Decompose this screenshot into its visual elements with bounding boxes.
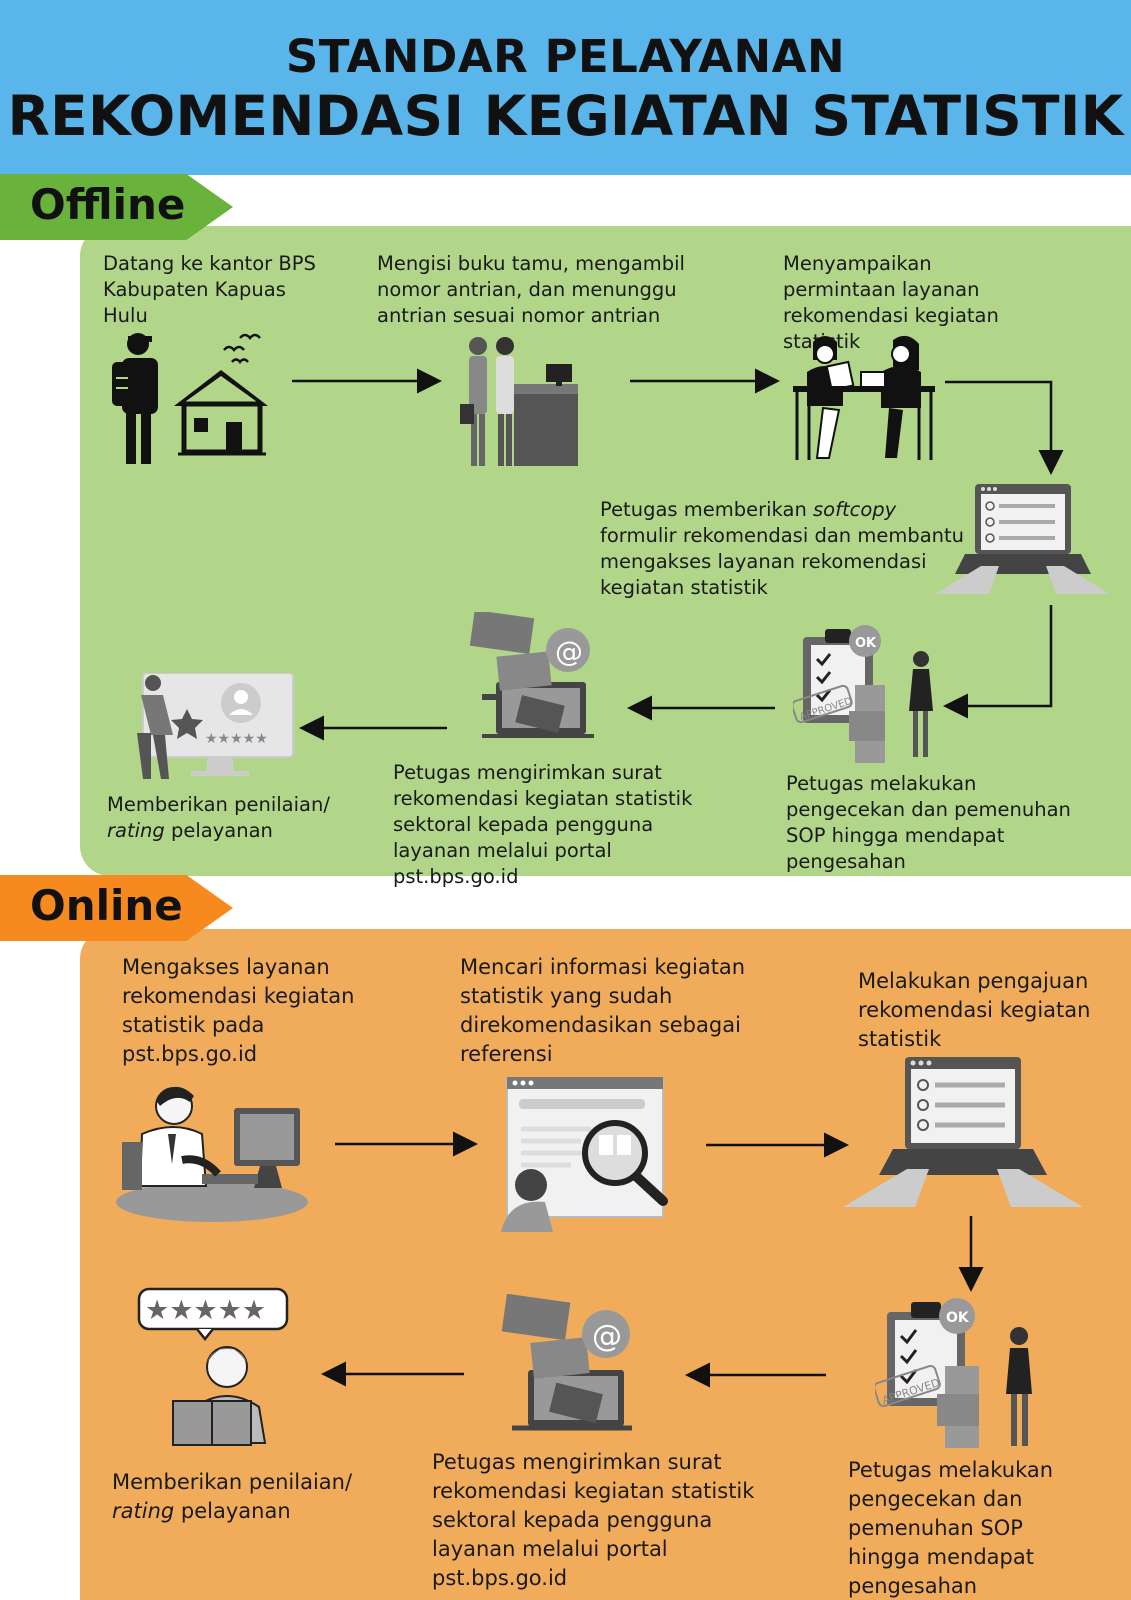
offline-label: Offline [30, 180, 186, 229]
laptop-checklist-icon [935, 484, 1110, 594]
ok-badge: OK [946, 1310, 970, 1326]
laptop-checklist-icon [843, 1057, 1083, 1207]
search-browser-icon [501, 1077, 668, 1232]
queue-desk-icon [460, 337, 578, 466]
svg-text:★★★★★: ★★★★★ [205, 731, 268, 747]
at-symbol: @ [592, 1319, 622, 1354]
online-step-5-text: Petugas mengirimkan surat rekomendasi ke… [432, 1450, 755, 1590]
online-step-3-text: Melakukan pengajuan rekomendasi kegiatan… [858, 969, 1091, 1051]
online-label: Online [30, 881, 183, 930]
offline-step-3-text: Menyampaikan permintaan layanan rekomend… [783, 252, 999, 353]
star-review-icon: ★★★★★ [137, 1287, 289, 1446]
offline-ribbon: Offline [0, 174, 233, 240]
email-laptop-icon: @ [501, 1294, 632, 1431]
person-computer-icon [116, 1086, 308, 1222]
online-step-1-text: Mengakses layanan rekomendasi kegiatan s… [122, 955, 355, 1066]
rating-screen-icon: ★★★★★ [137, 673, 294, 779]
offline-step-5-text: Petugas melakukan pengecekan dan pemenuh… [786, 772, 1071, 873]
ok-badge: OK [855, 636, 877, 651]
online-step-2-text: Mencari informasi kegiatan statistik yan… [460, 955, 746, 1066]
svg-text:★★★★★: ★★★★★ [145, 1295, 266, 1326]
offline-step-2-text: Mengisi buku tamu, mengambil nomor antri… [377, 252, 685, 327]
email-laptop-icon: @ [469, 612, 594, 738]
approved-checklist-icon: OK APPROVED [875, 1298, 1032, 1448]
online-step-4-text: Petugas melakukan pengecekan dan pemenuh… [848, 1458, 1054, 1598]
online-ribbon: Online [0, 875, 233, 941]
consultation-icon [793, 335, 935, 460]
online-step-6-text: Memberikan penilaian/ rating pelayanan [112, 1470, 353, 1523]
at-symbol: @ [555, 635, 583, 668]
approved-checklist-icon: OK APPROVED [793, 625, 933, 763]
offline-step-4-text: Petugas memberikan softcopy formulir rek… [600, 498, 965, 599]
title-line-1: STANDAR PELAYANAN [285, 30, 846, 83]
online-panel [80, 929, 1131, 1600]
online-flow-arrows [321, 1131, 984, 1388]
person-house-icon [112, 333, 268, 464]
offline-flow-arrows [292, 368, 1064, 741]
offline-step-6-text: Petugas mengirimkan surat rekomendasi ke… [393, 761, 693, 888]
offline-step-7-text: Memberikan penilaian/ rating pelayanan [107, 793, 330, 842]
offline-step-1-text: Datang ke kantor BPS Kabupaten Kapuas Hu… [103, 252, 316, 327]
title-banner: STANDAR PELAYANAN REKOMENDASI KEGIATAN S… [0, 0, 1131, 175]
title-line-2: REKOMENDASI KEGIATAN STATISTIK [7, 84, 1124, 148]
